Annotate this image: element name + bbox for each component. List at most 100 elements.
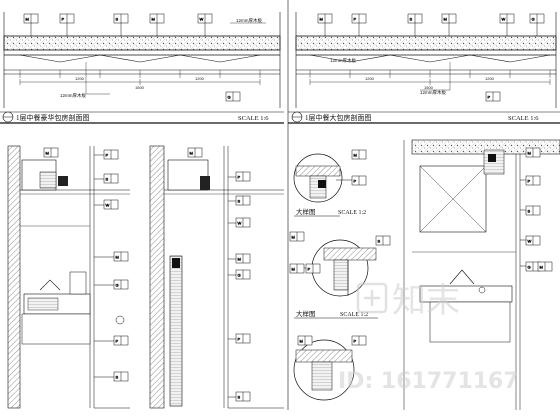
- detail-2: M M P S 大样图 SCALE 1:2: [289, 231, 391, 319]
- title-bar-left: 1层中餐豪华包房剖面图 SCALE 1:6: [0, 111, 284, 124]
- watermark-logo: 知末: [392, 281, 460, 321]
- drawing-scale: SCALE 1:6: [238, 115, 269, 122]
- dim-label: 1200: [365, 76, 375, 81]
- concrete-slab: [3, 35, 281, 51]
- svg-text:W: W: [106, 203, 110, 208]
- svg-text:M: M: [152, 17, 155, 22]
- material-tag: W: [499, 13, 515, 36]
- sink-basin: [27, 297, 59, 311]
- tags-section-a: M P S W M G P S: [43, 147, 129, 382]
- material-tag: P: [94, 335, 129, 346]
- ceiling-profile: [309, 54, 551, 63]
- material-tag: P: [228, 171, 251, 182]
- drawing-title: 1层中餐大包房剖面图: [305, 113, 372, 122]
- svg-text:M: M: [540, 265, 543, 270]
- material-tag: S: [407, 13, 423, 36]
- ceiling-note: 12mm厚木板: [60, 92, 87, 99]
- dim-label: 1200: [485, 76, 495, 81]
- svg-text:W: W: [200, 17, 204, 22]
- dim-label: 1500: [424, 85, 434, 90]
- ceiling-note: 12mm厚木板: [420, 89, 447, 96]
- svg-text:M: M: [190, 151, 193, 156]
- svg-text:S: S: [116, 375, 119, 380]
- svg-text:P: P: [238, 175, 241, 180]
- svg-text:S: S: [116, 17, 119, 22]
- material-tag: P: [485, 91, 501, 102]
- svg-text:G: G: [228, 95, 231, 100]
- section-lower-right: M P S W G M: [403, 139, 560, 410]
- material-tag: M: [351, 149, 367, 160]
- material-tag: P: [351, 335, 367, 346]
- material-tags-top-right: M P S M W G P: [317, 13, 545, 102]
- watermark-id: ID: 161771167: [338, 369, 519, 394]
- svg-text:M: M: [528, 151, 531, 156]
- svg-text:W: W: [502, 17, 506, 22]
- material-tag: S: [94, 371, 129, 382]
- material-tag: W: [197, 13, 213, 36]
- svg-text:M: M: [116, 255, 119, 260]
- ceiling-fixture: [200, 176, 210, 190]
- detail-title: 大样图: [296, 207, 316, 216]
- svg-text:M: M: [354, 153, 357, 158]
- watermark: 知末 ID: 161771167: [338, 281, 519, 394]
- material-tag: G: [228, 269, 251, 280]
- svg-text:M: M: [46, 151, 49, 156]
- svg-text:S: S: [410, 17, 413, 22]
- material-tag: W: [94, 199, 119, 210]
- svg-text:S: S: [528, 209, 531, 214]
- svg-text:M: M: [26, 17, 29, 22]
- ceiling-fixture: [58, 176, 68, 186]
- tags-section-b: M P S W M G P S: [187, 147, 251, 402]
- material-tag: P: [59, 13, 75, 36]
- faucet-icon: [39, 279, 61, 291]
- detail-scale: SCALE 1:2: [338, 210, 366, 216]
- material-tag: M: [525, 147, 541, 158]
- section-right-ceiling: 1200 1200 1500 12mm厚木板 12mm厚木板: [287, 0, 557, 410]
- svg-text:P: P: [62, 17, 65, 22]
- svg-text:P: P: [106, 153, 109, 158]
- material-tag: P: [94, 149, 119, 160]
- dim-label: 1500: [135, 85, 145, 90]
- material-tag: W: [228, 217, 251, 228]
- material-tag: G: [94, 279, 129, 290]
- svg-text:M: M: [320, 17, 323, 22]
- svg-text:P: P: [354, 339, 357, 344]
- material-tag: P: [305, 263, 321, 274]
- dim-label: 1200: [75, 76, 85, 81]
- svg-text:P: P: [238, 337, 241, 342]
- material-tag: G: [529, 13, 545, 36]
- material-tag: S: [113, 13, 129, 36]
- material-tag: M: [289, 231, 305, 242]
- material-tag: M: [297, 335, 313, 346]
- svg-text:M: M: [292, 267, 295, 272]
- material-tag: G: [225, 91, 241, 102]
- svg-text:S: S: [106, 177, 109, 182]
- material-tag: M: [149, 13, 165, 36]
- material-tag: M: [537, 261, 553, 272]
- material-tag: S: [520, 205, 541, 216]
- ceiling-profile: [19, 54, 261, 63]
- material-tag: P: [520, 175, 541, 186]
- section-left-ceiling: 1200 1200 1500 12mm厚木板 12mm厚木板: [3, 12, 281, 108]
- dim-label: 1200: [195, 76, 205, 81]
- svg-text:M: M: [238, 257, 241, 262]
- detail-1: M P 大样图 SCALE 1:2: [293, 149, 367, 217]
- wall-section-a: [7, 145, 130, 409]
- material-tag: M: [187, 147, 203, 158]
- svg-text:P: P: [354, 17, 357, 22]
- svg-text:M: M: [292, 235, 295, 240]
- svg-text:G: G: [532, 17, 535, 22]
- material-tag: M: [94, 251, 129, 262]
- svg-text:G: G: [116, 283, 119, 288]
- material-tag: S: [228, 391, 251, 402]
- drawing-title: 1层中餐豪华包房剖面图: [16, 113, 90, 122]
- wall-hatch: [7, 145, 21, 409]
- ceiling-note: 12mm厚木板: [236, 17, 263, 24]
- material-tag: W: [520, 235, 541, 246]
- material-tag: S: [228, 195, 251, 206]
- material-tag: S: [375, 235, 391, 246]
- svg-text:P: P: [528, 179, 531, 184]
- svg-text:G: G: [238, 273, 241, 278]
- svg-text:P: P: [116, 339, 119, 344]
